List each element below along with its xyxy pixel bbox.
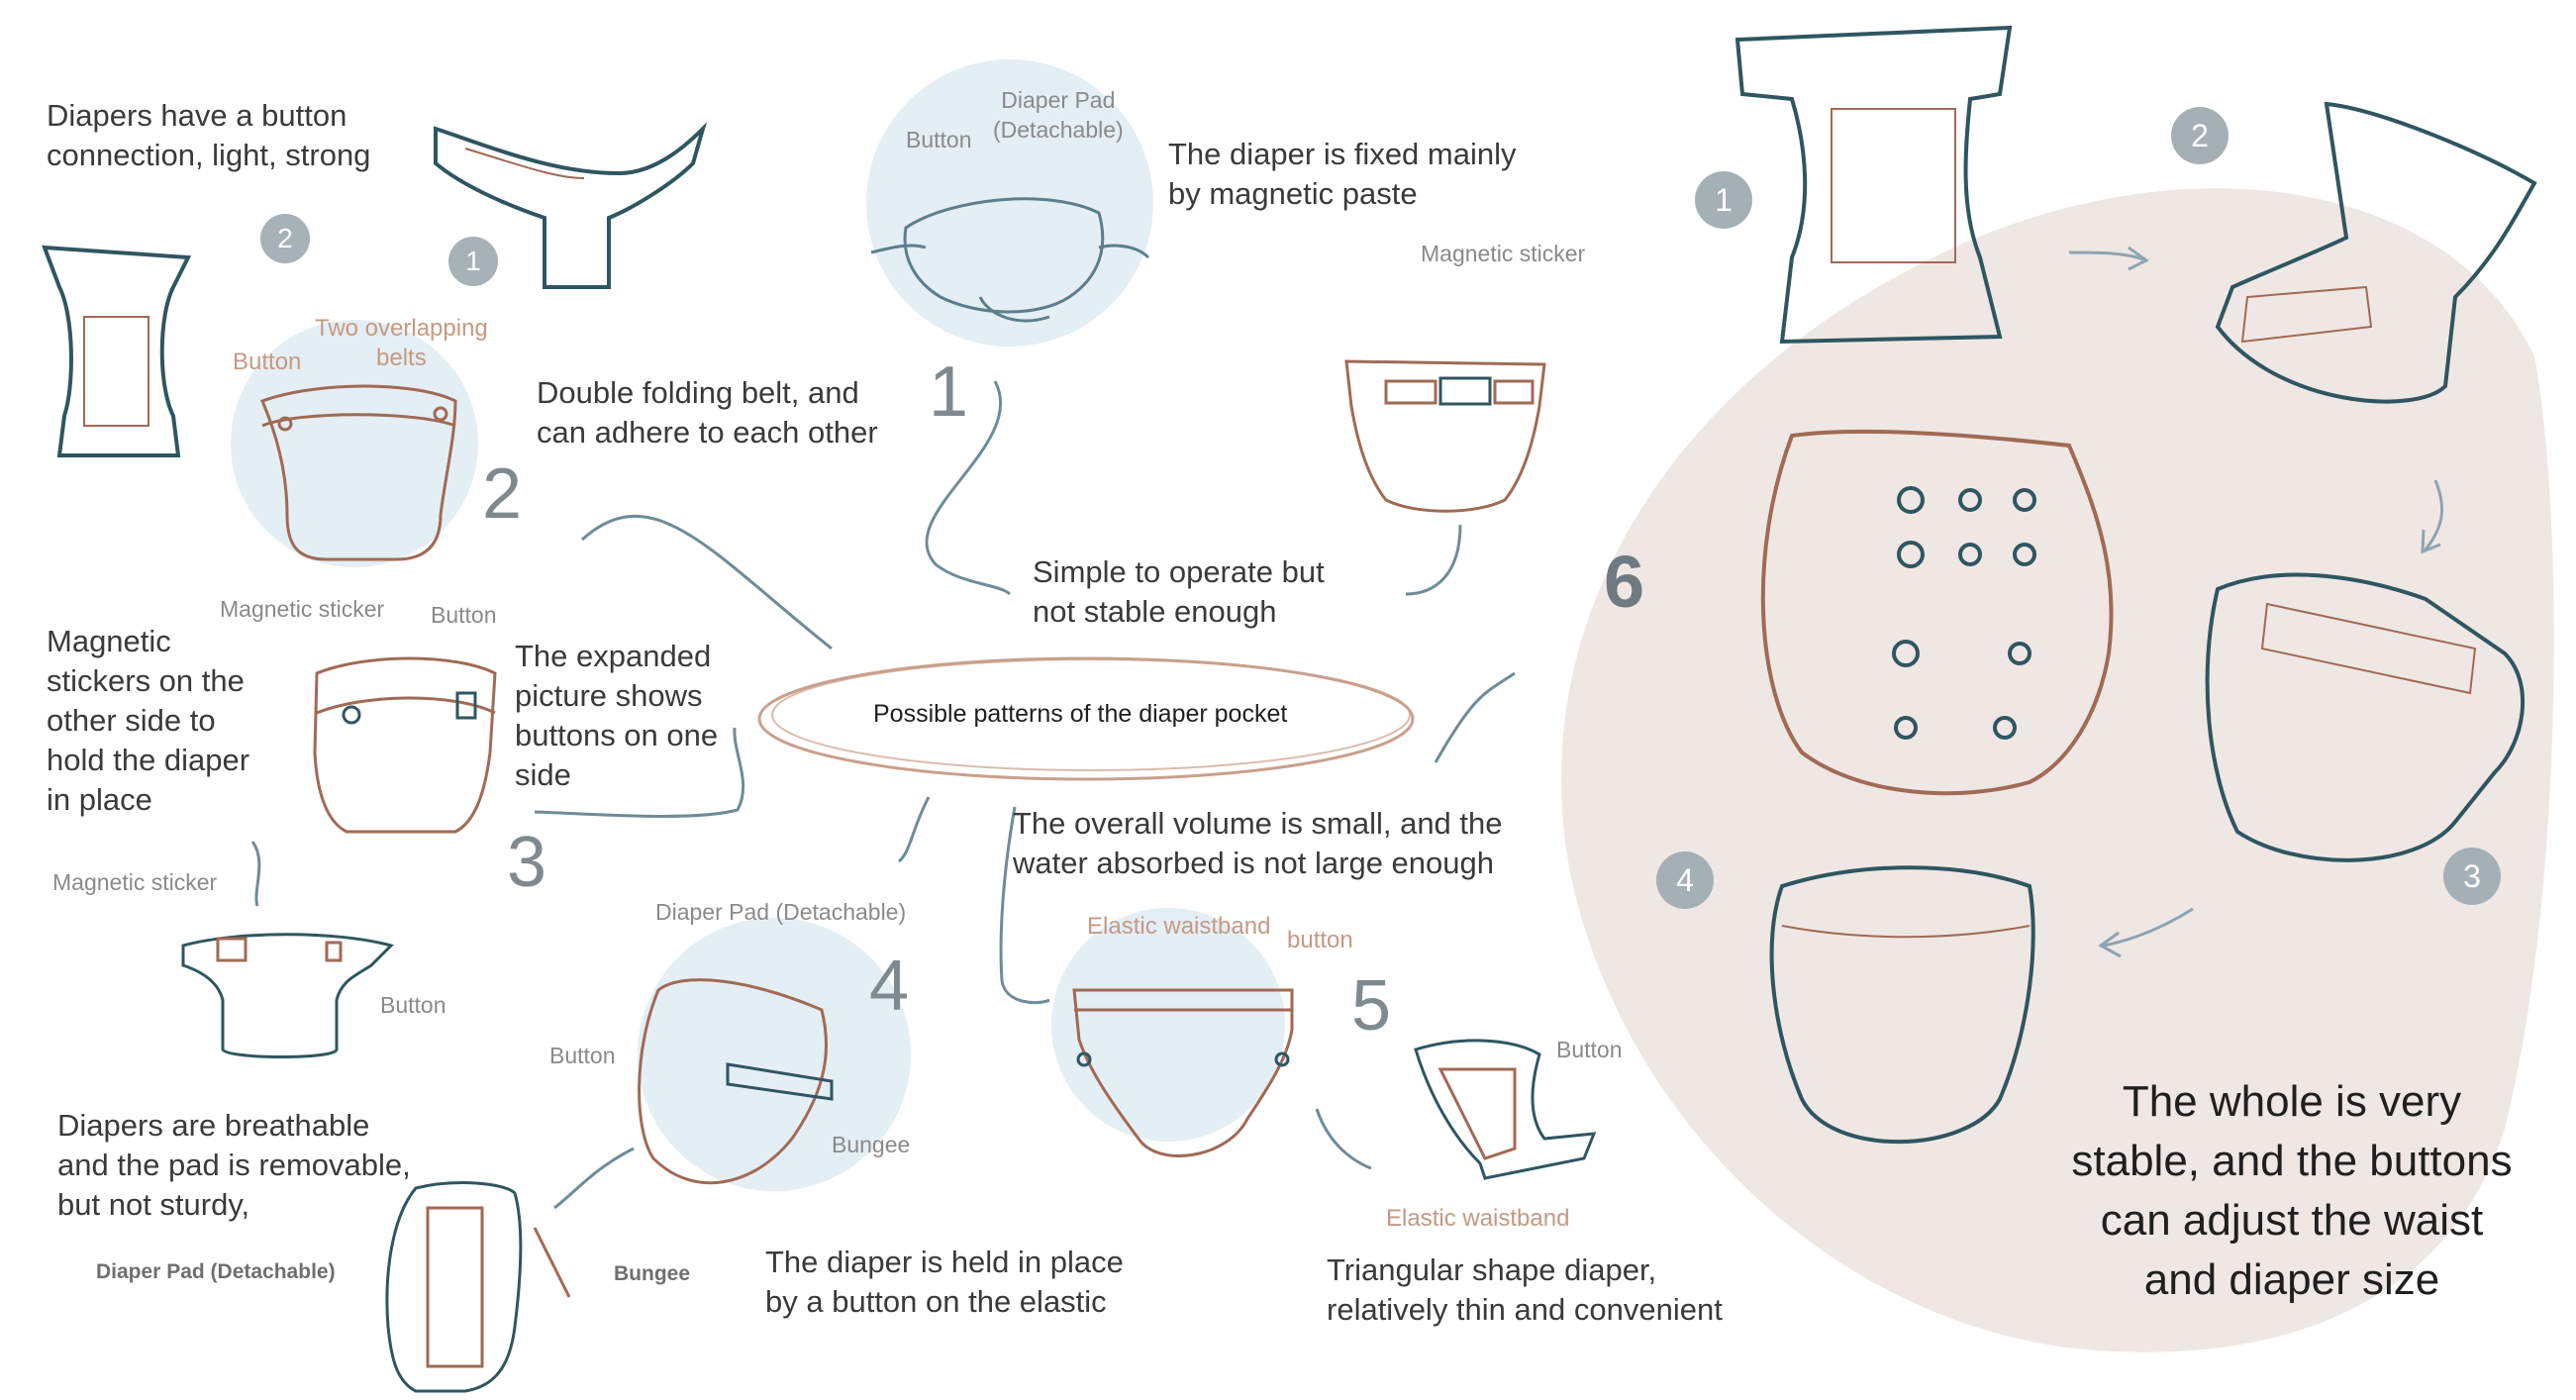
label-button-5: button <box>1287 927 1353 954</box>
label-button-4: Button <box>549 1043 616 1069</box>
note-triangular: Triangular shape diaper, relatively thin… <box>1327 1250 1723 1330</box>
note-breathable: Diapers are breathable and the pad is re… <box>57 1106 411 1225</box>
label-button-1: Button <box>906 127 972 153</box>
summary-text: The whole is very stable, and the button… <box>2039 1072 2544 1310</box>
label-diaper-pad-bold: Diaper Pad (Detachable) <box>96 1260 336 1284</box>
sketch-diaper-3 <box>315 658 495 832</box>
badge-right-1: 1 <box>1695 171 1752 229</box>
label-elastic-waistband-5: Elastic waistband <box>1087 913 1270 941</box>
label-magnetic-sticker-3: Magnetic sticker <box>220 596 384 623</box>
center-title: Possible patterns of the diaper pocket <box>873 700 1287 729</box>
label-bungee-4: Bungee <box>832 1132 910 1158</box>
pattern-number-5: 5 <box>1351 965 1391 1047</box>
sketch-small-diaper <box>183 935 391 1057</box>
sketch-flat-insert <box>45 248 188 455</box>
note-magnetic-paste: The diaper is fixed mainly by magnetic p… <box>1168 135 1517 214</box>
note-magnetic-stickers: Magnetic stickers on the other side to h… <box>47 622 249 820</box>
badge-right-2: 2 <box>2171 107 2229 164</box>
label-diaper-pad-top: Diaper Pad (Detachable) <box>993 85 1124 145</box>
pattern-number-1: 1 <box>929 351 968 433</box>
pattern-number-2: 2 <box>482 453 522 535</box>
label-magnetic-sticker-top: Magnetic sticker <box>1421 241 1585 267</box>
label-diaper-pad-4: Diaper Pad (Detachable) <box>655 899 906 926</box>
sketch-magnetic-diaper <box>1346 361 1544 511</box>
note-top-left: Diapers have a button connection, light,… <box>47 96 370 175</box>
pattern-number-6: 6 <box>1604 540 1644 624</box>
circle-pattern-5 <box>1051 908 1285 1142</box>
note-simple: Simple to operate but not stable enough <box>1033 552 1325 632</box>
label-button-3: Button <box>431 602 497 629</box>
pattern-number-3: 3 <box>507 822 546 903</box>
label-two-overlapping-belts: Two overlapping belts <box>315 314 488 373</box>
badge-right-4: 4 <box>1656 851 1714 909</box>
note-expanded: The expanded picture shows buttons on on… <box>515 637 718 795</box>
label-elastic-waistband-5b: Elastic waistband <box>1386 1205 1569 1233</box>
note-elastic-button: The diaper is held in place by a button … <box>765 1243 1124 1322</box>
label-bungee-bold: Bungee <box>614 1262 690 1286</box>
badge-left-1: 1 <box>448 237 498 286</box>
badge-left-2: 2 <box>260 214 310 263</box>
label-button-5b: Button <box>1556 1037 1623 1063</box>
label-button-3b: Button <box>380 992 446 1019</box>
note-double-belt: Double folding belt, and can adhere to e… <box>537 373 878 452</box>
note-volume: The overall volume is small, and the wat… <box>1013 804 1503 883</box>
label-button-2: Button <box>233 349 301 376</box>
badge-right-3: 3 <box>2443 848 2501 905</box>
label-magnetic-sticker-3b: Magnetic sticker <box>52 869 217 896</box>
pattern-number-4: 4 <box>869 946 909 1027</box>
sketch-pad-diaper <box>387 1183 569 1391</box>
